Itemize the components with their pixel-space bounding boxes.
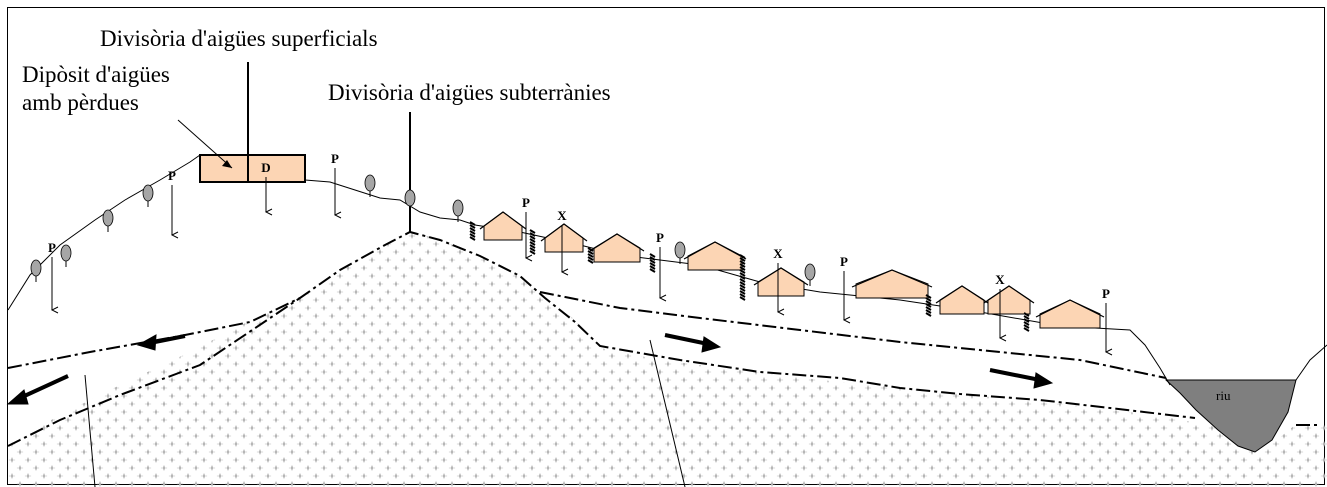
flow-arrow-right-1 bbox=[664, 333, 722, 353]
tree-icon bbox=[804, 263, 816, 286]
precipitation-marker: P bbox=[840, 254, 848, 320]
houses bbox=[479, 211, 1105, 329]
deposit-marker-d: D bbox=[261, 160, 270, 212]
deposit-label-line2: amb pèrdues bbox=[22, 90, 139, 115]
svg-text:P: P bbox=[656, 230, 664, 245]
precipitation-marker: P bbox=[48, 240, 56, 310]
extraction-marker: X bbox=[773, 246, 783, 312]
fault-right bbox=[649, 339, 686, 487]
tree-icon bbox=[404, 189, 416, 212]
svg-text:P: P bbox=[331, 151, 339, 166]
house-icon bbox=[935, 285, 989, 315]
tree-icon bbox=[452, 199, 464, 222]
house-icon bbox=[1035, 299, 1105, 329]
terrace-wall bbox=[649, 253, 656, 273]
flow-arrow-right-2 bbox=[989, 368, 1054, 389]
flow-arrow-left-2 bbox=[6, 374, 69, 405]
deposit-tank bbox=[199, 154, 306, 183]
house-icon bbox=[753, 267, 809, 297]
house-icon bbox=[983, 285, 1035, 315]
svg-text:P: P bbox=[522, 195, 530, 210]
bedrock-dotted-area bbox=[8, 232, 1327, 487]
terrace-wall bbox=[469, 221, 476, 241]
svg-text:D: D bbox=[261, 160, 270, 175]
trees bbox=[30, 174, 816, 286]
extraction-marker: X bbox=[995, 272, 1005, 338]
house-icon bbox=[851, 269, 933, 299]
river-label: riu bbox=[1216, 388, 1231, 403]
precipitation-marker: P bbox=[522, 195, 530, 258]
groundwater-divide-label: Divisòria d'aigües subterrànies bbox=[328, 80, 611, 105]
tree-icon bbox=[674, 241, 686, 264]
precipitation-marker: P bbox=[656, 230, 664, 298]
precipitation-marker: P bbox=[331, 151, 339, 215]
house-icon bbox=[589, 233, 645, 263]
svg-text:P: P bbox=[840, 254, 848, 269]
svg-text:P: P bbox=[48, 240, 56, 255]
deposit-label-line1: Dipòsit d'aigües bbox=[22, 62, 170, 87]
svg-text:X: X bbox=[995, 272, 1005, 287]
deposit-pointer bbox=[177, 119, 233, 169]
tree-icon bbox=[30, 259, 42, 282]
house-icon bbox=[479, 211, 527, 241]
tree-icon bbox=[60, 244, 72, 267]
water-tables bbox=[7, 230, 1318, 447]
surface-divide-label: Divisòria d'aigües superficials bbox=[100, 26, 378, 51]
tree-icon bbox=[364, 174, 376, 197]
fault-left bbox=[84, 374, 96, 487]
svg-text:P: P bbox=[1102, 286, 1110, 301]
house-icon bbox=[540, 223, 588, 253]
river-water bbox=[1164, 379, 1297, 453]
svg-text:P: P bbox=[168, 168, 176, 183]
svg-text:X: X bbox=[557, 208, 567, 223]
svg-text:X: X bbox=[773, 246, 783, 261]
terrace-wall bbox=[529, 229, 536, 255]
markers: P P P P P P P X X X D bbox=[48, 151, 1110, 352]
terrace-wall bbox=[739, 254, 746, 301]
precipitation-marker: P bbox=[1102, 286, 1110, 352]
terrace-wall bbox=[925, 294, 932, 317]
terrace-walls bbox=[469, 221, 1030, 332]
tree-icon bbox=[102, 209, 114, 232]
flow-arrow-left-1 bbox=[136, 334, 186, 351]
house-icon bbox=[683, 241, 747, 271]
terrace-wall bbox=[1023, 312, 1030, 332]
extraction-marker: X bbox=[557, 208, 567, 272]
precipitation-marker: P bbox=[168, 168, 176, 235]
flow-arrows bbox=[6, 333, 1054, 405]
terrace-wall bbox=[587, 247, 594, 264]
tree-icon bbox=[142, 184, 154, 207]
